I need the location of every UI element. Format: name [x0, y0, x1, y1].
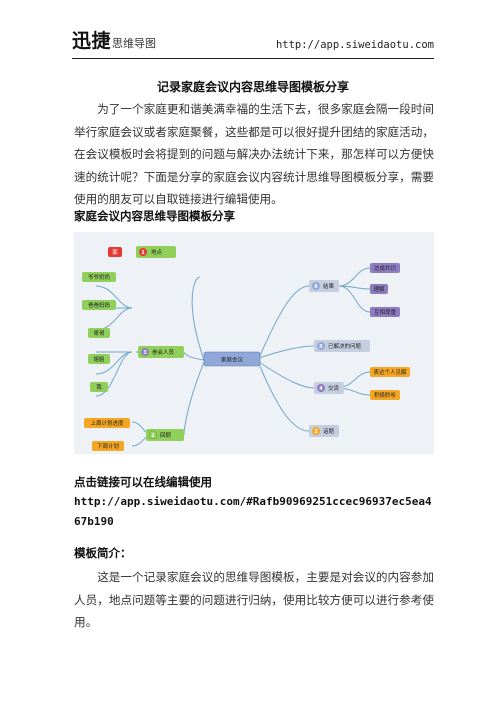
node-result-num: 6 [314, 284, 318, 290]
connector-leaf-5 [95, 351, 133, 397]
node-result-leaf-1[interactable] [370, 284, 388, 294]
page-header: 迅捷思维导图 http://app.siweidaotu.com [72, 28, 434, 59]
node-participants-leaf-2-label: 哥哥 [93, 330, 105, 337]
node-result-leaf-0[interactable] [370, 263, 400, 273]
node-participants-badge [141, 348, 149, 356]
node-exchange-leaf-1-label: 积极聆听 [374, 391, 397, 399]
link-label: 点击链接可以在线编辑使用 [74, 475, 212, 489]
connector-leaf-2 [95, 307, 133, 331]
node-participants[interactable] [138, 346, 184, 358]
node-participants-leaf-1[interactable] [82, 300, 116, 310]
node-exchange-leaf-1[interactable] [370, 390, 400, 400]
section-heading: 家庭会议内容思维导图模板分享 [74, 209, 235, 223]
node-participants-leaf-1-label: 爸爸妈妈 [88, 301, 111, 309]
mindmap-svg: 家庭会议 家 1 地点 爷爷奶奶 爸爸妈妈 哥哥 姐姐 我 3 参会人员 上周计… [82, 246, 410, 451]
connector-result-leaf-2 [338, 285, 371, 313]
mindmap-image: 家庭会议 家 1 地点 爷爷奶奶 爸爸妈妈 哥哥 姐姐 我 3 参会人员 上周计… [74, 232, 434, 454]
node-location[interactable] [136, 246, 176, 258]
node-participants-leaf-2[interactable] [88, 328, 110, 338]
node-participants-label: 参会人员 [152, 348, 175, 356]
node-location-leaf[interactable] [108, 247, 122, 257]
node-review-num: 2 [151, 433, 155, 439]
node-solved-num: 5 [319, 344, 323, 350]
intro-paragraph: 为了一个家庭更和谐美满幸福的生活下去，很多家庭会隔一段时间举行家庭会议或者家庭聚… [74, 102, 434, 206]
intro2-heading: 模板简介： [74, 546, 132, 560]
node-review-badge [148, 430, 158, 440]
node-participants-leaf-0-label: 爷爷奶奶 [88, 273, 111, 281]
node-topic-badge [312, 427, 320, 435]
node-topic-label: 话题 [323, 427, 335, 435]
template-link[interactable]: http://app.siweidaotu.com/#Rafb90969251c… [74, 495, 432, 528]
node-exchange-leaf-0-label: 表达个人见解 [373, 368, 407, 376]
mindmap-connectors [95, 267, 371, 447]
node-location-leaf-label: 家 [112, 248, 118, 256]
node-exchange-leaf-0[interactable] [370, 367, 410, 377]
node-topic-num: 3 [314, 429, 318, 435]
node-review-leaf-1[interactable] [92, 441, 124, 451]
node-solved-badge [317, 342, 325, 350]
node-review-leaf-0-label: 上周计划进度 [90, 419, 124, 427]
connector-result [258, 285, 310, 359]
node-participants-num: 3 [143, 350, 147, 356]
connector-solved [258, 345, 315, 359]
brand-subtitle: 思维导图 [112, 37, 157, 50]
node-result-badge [312, 282, 320, 290]
connector-participants [183, 351, 205, 361]
header-url[interactable]: http://app.siweidaotu.com [275, 39, 434, 51]
node-result-leaf-1-label: 理解 [373, 285, 385, 293]
brand-logo: 迅捷思维导图 [72, 26, 156, 53]
connector-leaf-0 [95, 285, 133, 309]
mindmap-center-label: 家庭会议 [221, 356, 244, 364]
connector-result-leaf-0 [338, 267, 371, 287]
node-participants-leaf-4[interactable] [90, 382, 108, 392]
node-participants-leaf-4-label: 我 [96, 383, 102, 391]
document-title: 记录家庭会议内容思维导图模板分享 [156, 80, 349, 94]
node-location-num: 1 [141, 250, 145, 256]
node-participants-leaf-3[interactable] [88, 354, 110, 364]
node-exchange-num: 4 [319, 386, 323, 392]
node-location-badge [139, 248, 147, 256]
node-review-label: 回顾 [160, 432, 172, 439]
connector-review [183, 361, 205, 436]
node-solved[interactable] [314, 340, 370, 352]
node-participants-leaf-3-label: 姐姐 [93, 355, 105, 363]
brand-name: 迅捷 [72, 30, 112, 52]
mindmap-center-node[interactable] [203, 351, 261, 367]
node-review-leaf-1-label: 下周计划 [97, 442, 119, 450]
node-solved-label: 已解决的问题 [328, 342, 362, 350]
intro2-paragraph: 这是一个记录家庭会议的思维导图模板，主要是对会议的内容参加人员，地点问题等主要的… [74, 570, 434, 629]
node-result-leaf-2-label: 互相尊重 [374, 308, 397, 316]
node-exchange-badge [317, 384, 325, 392]
node-review-leaf-0[interactable] [84, 418, 130, 428]
node-location-label: 地点 [151, 248, 163, 256]
connector-topic [258, 363, 310, 432]
node-result-leaf-2[interactable] [370, 307, 400, 317]
node-result-leaf-0-label: 达成共识 [374, 264, 397, 272]
connector-exchange [258, 361, 315, 389]
node-participants-leaf-0[interactable] [82, 272, 116, 282]
node-result-label: 结果 [323, 282, 335, 290]
connector-location [191, 276, 205, 361]
node-exchange-label: 交流 [328, 384, 340, 392]
